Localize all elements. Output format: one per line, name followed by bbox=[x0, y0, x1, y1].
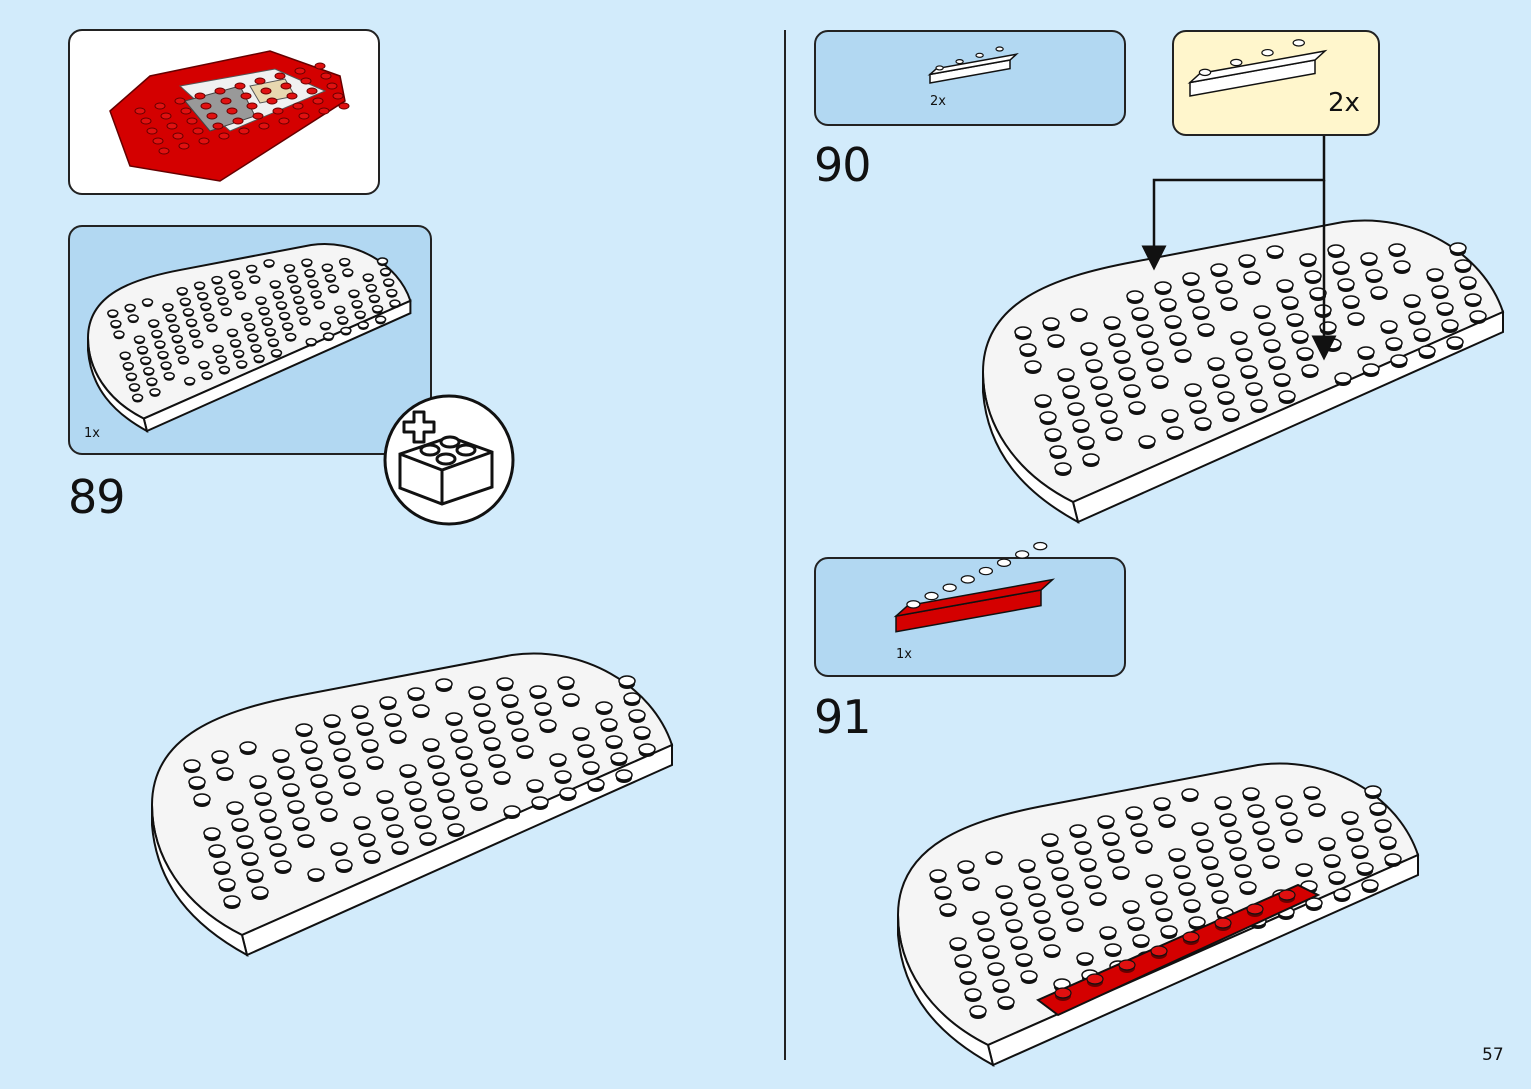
white-1x4-plate-callout bbox=[1187, 39, 1328, 97]
step-number-90: 90 bbox=[814, 138, 872, 192]
red-1x8-plate-part bbox=[893, 541, 1056, 633]
previous-model-panel bbox=[68, 29, 380, 195]
step-number-89: 89 bbox=[68, 470, 126, 524]
page-divider bbox=[784, 30, 786, 1060]
red-car-model-image bbox=[109, 50, 350, 182]
part-qty: 1x bbox=[84, 426, 100, 441]
step-number-91: 91 bbox=[814, 690, 872, 744]
part-qty: 1x bbox=[896, 647, 912, 662]
base-plate-step-89-preview bbox=[86, 243, 412, 433]
base-plate-step-90 bbox=[981, 219, 1505, 524]
base-plate-step-89 bbox=[150, 652, 674, 957]
part-qty: 2x bbox=[930, 94, 946, 109]
white-1x4-plate-part bbox=[927, 46, 1019, 84]
arrow-icon bbox=[1141, 136, 1337, 361]
callout-qty: 2x bbox=[1328, 88, 1360, 118]
page-number: 57 bbox=[1482, 1045, 1504, 1065]
base-plate-step-91 bbox=[896, 762, 1420, 1067]
parts-panel-step-90: 2x bbox=[814, 30, 1126, 126]
add-brick-icon bbox=[380, 392, 516, 528]
